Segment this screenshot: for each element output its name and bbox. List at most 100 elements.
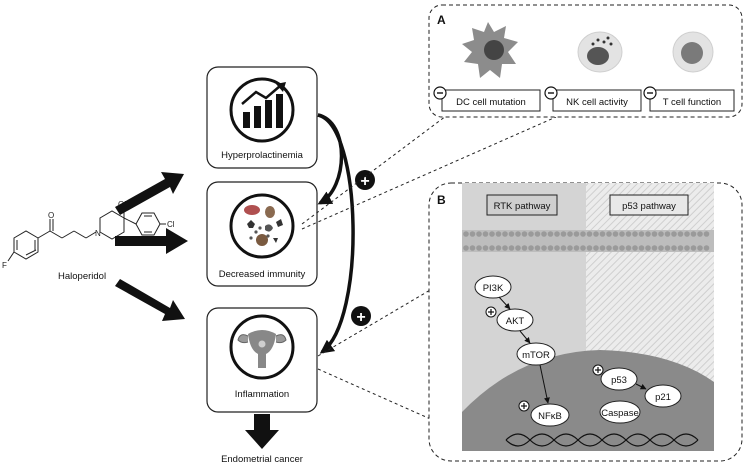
lipid-head bbox=[521, 245, 528, 251]
t-cell-label: T cell function bbox=[663, 97, 721, 108]
lipid-head bbox=[469, 231, 476, 237]
p53-title: p53 pathway bbox=[622, 201, 676, 212]
drug-name: Haloperidol bbox=[58, 271, 106, 282]
lipid-head bbox=[476, 231, 482, 237]
atom-o-label: O bbox=[48, 211, 54, 220]
lipid-head bbox=[476, 245, 482, 251]
lipid-head bbox=[495, 231, 502, 237]
plus-marker-akt bbox=[485, 306, 497, 318]
lipid-head bbox=[586, 231, 593, 237]
lipid-head bbox=[567, 231, 573, 237]
lipid-head bbox=[567, 245, 573, 251]
plus-symbol-lower: + bbox=[356, 309, 365, 326]
akt-label: AKT bbox=[506, 316, 525, 327]
label-decreased-immunity: Decreased immunity bbox=[219, 269, 306, 280]
panel-a: A DC cell mutation NK cell activity bbox=[428, 4, 743, 118]
lipid-head bbox=[482, 231, 489, 237]
lipid-head bbox=[515, 245, 521, 251]
lipid-head bbox=[625, 231, 632, 237]
nucleus bbox=[462, 350, 714, 451]
lipid-head bbox=[541, 245, 547, 251]
lipid-head bbox=[645, 231, 651, 237]
box-inflammation: Inflammation bbox=[206, 307, 318, 413]
caspase-label: Caspase bbox=[601, 408, 639, 419]
lipid-head bbox=[495, 245, 502, 251]
atom-f-label: F bbox=[2, 261, 7, 270]
lipid-head bbox=[502, 231, 508, 237]
p53-label: p53 bbox=[611, 375, 627, 386]
lipid-head bbox=[463, 245, 469, 251]
lipid-head bbox=[554, 231, 560, 237]
lipid-head bbox=[547, 231, 554, 237]
down-arrow bbox=[245, 414, 279, 449]
lipid-head bbox=[632, 231, 638, 237]
item-t-cell: T cell function bbox=[643, 86, 735, 112]
lipid-head bbox=[684, 245, 690, 251]
lipid-head bbox=[690, 245, 697, 251]
mtor-label: mTOR bbox=[522, 350, 550, 361]
lipid-head bbox=[547, 245, 554, 251]
label-inflammation: Inflammation bbox=[235, 389, 289, 400]
lipid-head bbox=[515, 231, 521, 237]
lipid-head bbox=[463, 231, 469, 237]
panel-a-label: A bbox=[437, 13, 446, 27]
lipid-head bbox=[677, 245, 684, 251]
nfkb-label: NFκB bbox=[538, 411, 562, 422]
lipid-head bbox=[651, 231, 658, 237]
immune-cells-icon bbox=[244, 205, 283, 246]
lipid-head bbox=[489, 231, 495, 237]
dna-helix bbox=[505, 433, 699, 447]
pi3k-label: PI3K bbox=[483, 283, 504, 294]
lipid-head bbox=[697, 245, 703, 251]
plus-badge-lower: + bbox=[351, 306, 371, 326]
lipid-head bbox=[619, 231, 625, 237]
lipid-head bbox=[573, 245, 580, 251]
lipid-head bbox=[606, 245, 612, 251]
atom-n-label: N bbox=[95, 229, 101, 238]
pathway-arrows bbox=[498, 296, 647, 404]
lipid-head bbox=[593, 245, 599, 251]
lipid-head bbox=[541, 231, 547, 237]
lipid-head bbox=[664, 245, 671, 251]
nk-cell-label: NK cell activity bbox=[566, 97, 628, 108]
lipid-head bbox=[703, 231, 710, 237]
lipid-head bbox=[658, 231, 664, 237]
lipid-head bbox=[677, 231, 684, 237]
node-mtor bbox=[516, 342, 556, 366]
lipid-head bbox=[599, 245, 606, 251]
uterus-icon bbox=[237, 330, 287, 368]
box-decreased-immunity: Decreased immunity bbox=[206, 181, 318, 287]
p21-label: p21 bbox=[655, 392, 671, 403]
lipid-head bbox=[528, 245, 534, 251]
panel-b-label: B bbox=[437, 193, 446, 207]
curve-arrow-long bbox=[317, 113, 355, 354]
lipid-head bbox=[508, 245, 515, 251]
lipid-head bbox=[573, 231, 580, 237]
lipid-head bbox=[658, 245, 664, 251]
rtk-title: RTK pathway bbox=[494, 201, 551, 212]
plus-badge-upper: + bbox=[355, 170, 375, 190]
node-nfkb bbox=[530, 403, 570, 427]
node-caspase bbox=[599, 400, 641, 424]
plus-marker-nfkb bbox=[518, 400, 530, 412]
lipid-head bbox=[560, 245, 567, 251]
item-nk-cell: NK cell activity bbox=[544, 86, 642, 112]
lipid-head bbox=[482, 245, 489, 251]
lipid-head bbox=[580, 245, 586, 251]
arrow-to-hyperprolactinemia bbox=[115, 172, 184, 215]
lipid-head bbox=[664, 231, 671, 237]
lipid-head bbox=[528, 231, 534, 237]
lipid-head bbox=[638, 231, 645, 237]
lipid-head bbox=[651, 245, 658, 251]
lipid-head bbox=[469, 245, 476, 251]
outcome-label: Endometrial cancer bbox=[221, 454, 303, 465]
plus-symbol-upper: + bbox=[360, 173, 369, 190]
drug-effect-arrows bbox=[115, 172, 188, 321]
lipid-head bbox=[671, 245, 677, 251]
lipid-head bbox=[502, 245, 508, 251]
node-p21 bbox=[644, 384, 682, 408]
label-hyperprolactinemia: Hyperprolactinemia bbox=[221, 150, 304, 161]
cell-membrane bbox=[462, 230, 714, 252]
lipid-head bbox=[703, 245, 710, 251]
node-akt bbox=[496, 308, 534, 332]
